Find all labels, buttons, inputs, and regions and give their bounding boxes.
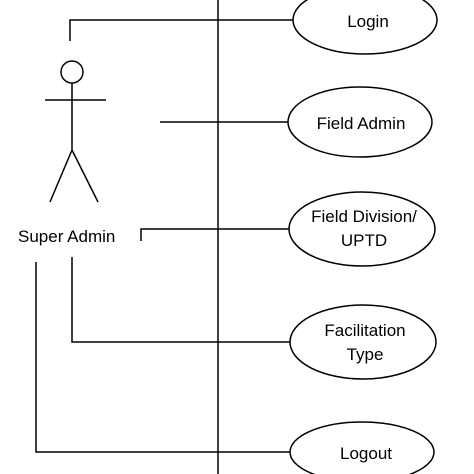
use-case-logout-label: Logout [340, 444, 392, 463]
actor-head [60, 60, 84, 84]
use-case-facilitation-type-label-line2: Type [347, 345, 384, 364]
association-field-division [140, 228, 290, 241]
use-case-field-division-label-line1: Field Division/ [311, 207, 417, 226]
actor-name: Super Admin [18, 227, 115, 246]
association-login [69, 19, 293, 41]
association-logout [35, 262, 290, 453]
association-facilitation-type [71, 257, 291, 343]
use-case-field-division-label-line2: UPTD [341, 231, 387, 250]
use-case-field-admin-label: Field Admin [317, 114, 406, 133]
actor-stick-figure [45, 60, 106, 203]
use-case-login-ellipse[interactable] [292, 0, 438, 55]
use-case-facilitation-type-label-line1: Facilitation [324, 321, 405, 340]
actor-right-leg [71, 149, 99, 203]
use-case-login-label: Login [347, 12, 389, 31]
use-case-logout-ellipse[interactable] [289, 421, 435, 474]
actor-left-leg [49, 149, 73, 203]
use-case-field-admin-ellipse[interactable] [287, 86, 433, 158]
use-case-field-division-ellipse[interactable] [288, 191, 436, 267]
use-case-facilitation-type-ellipse[interactable] [289, 304, 437, 380]
